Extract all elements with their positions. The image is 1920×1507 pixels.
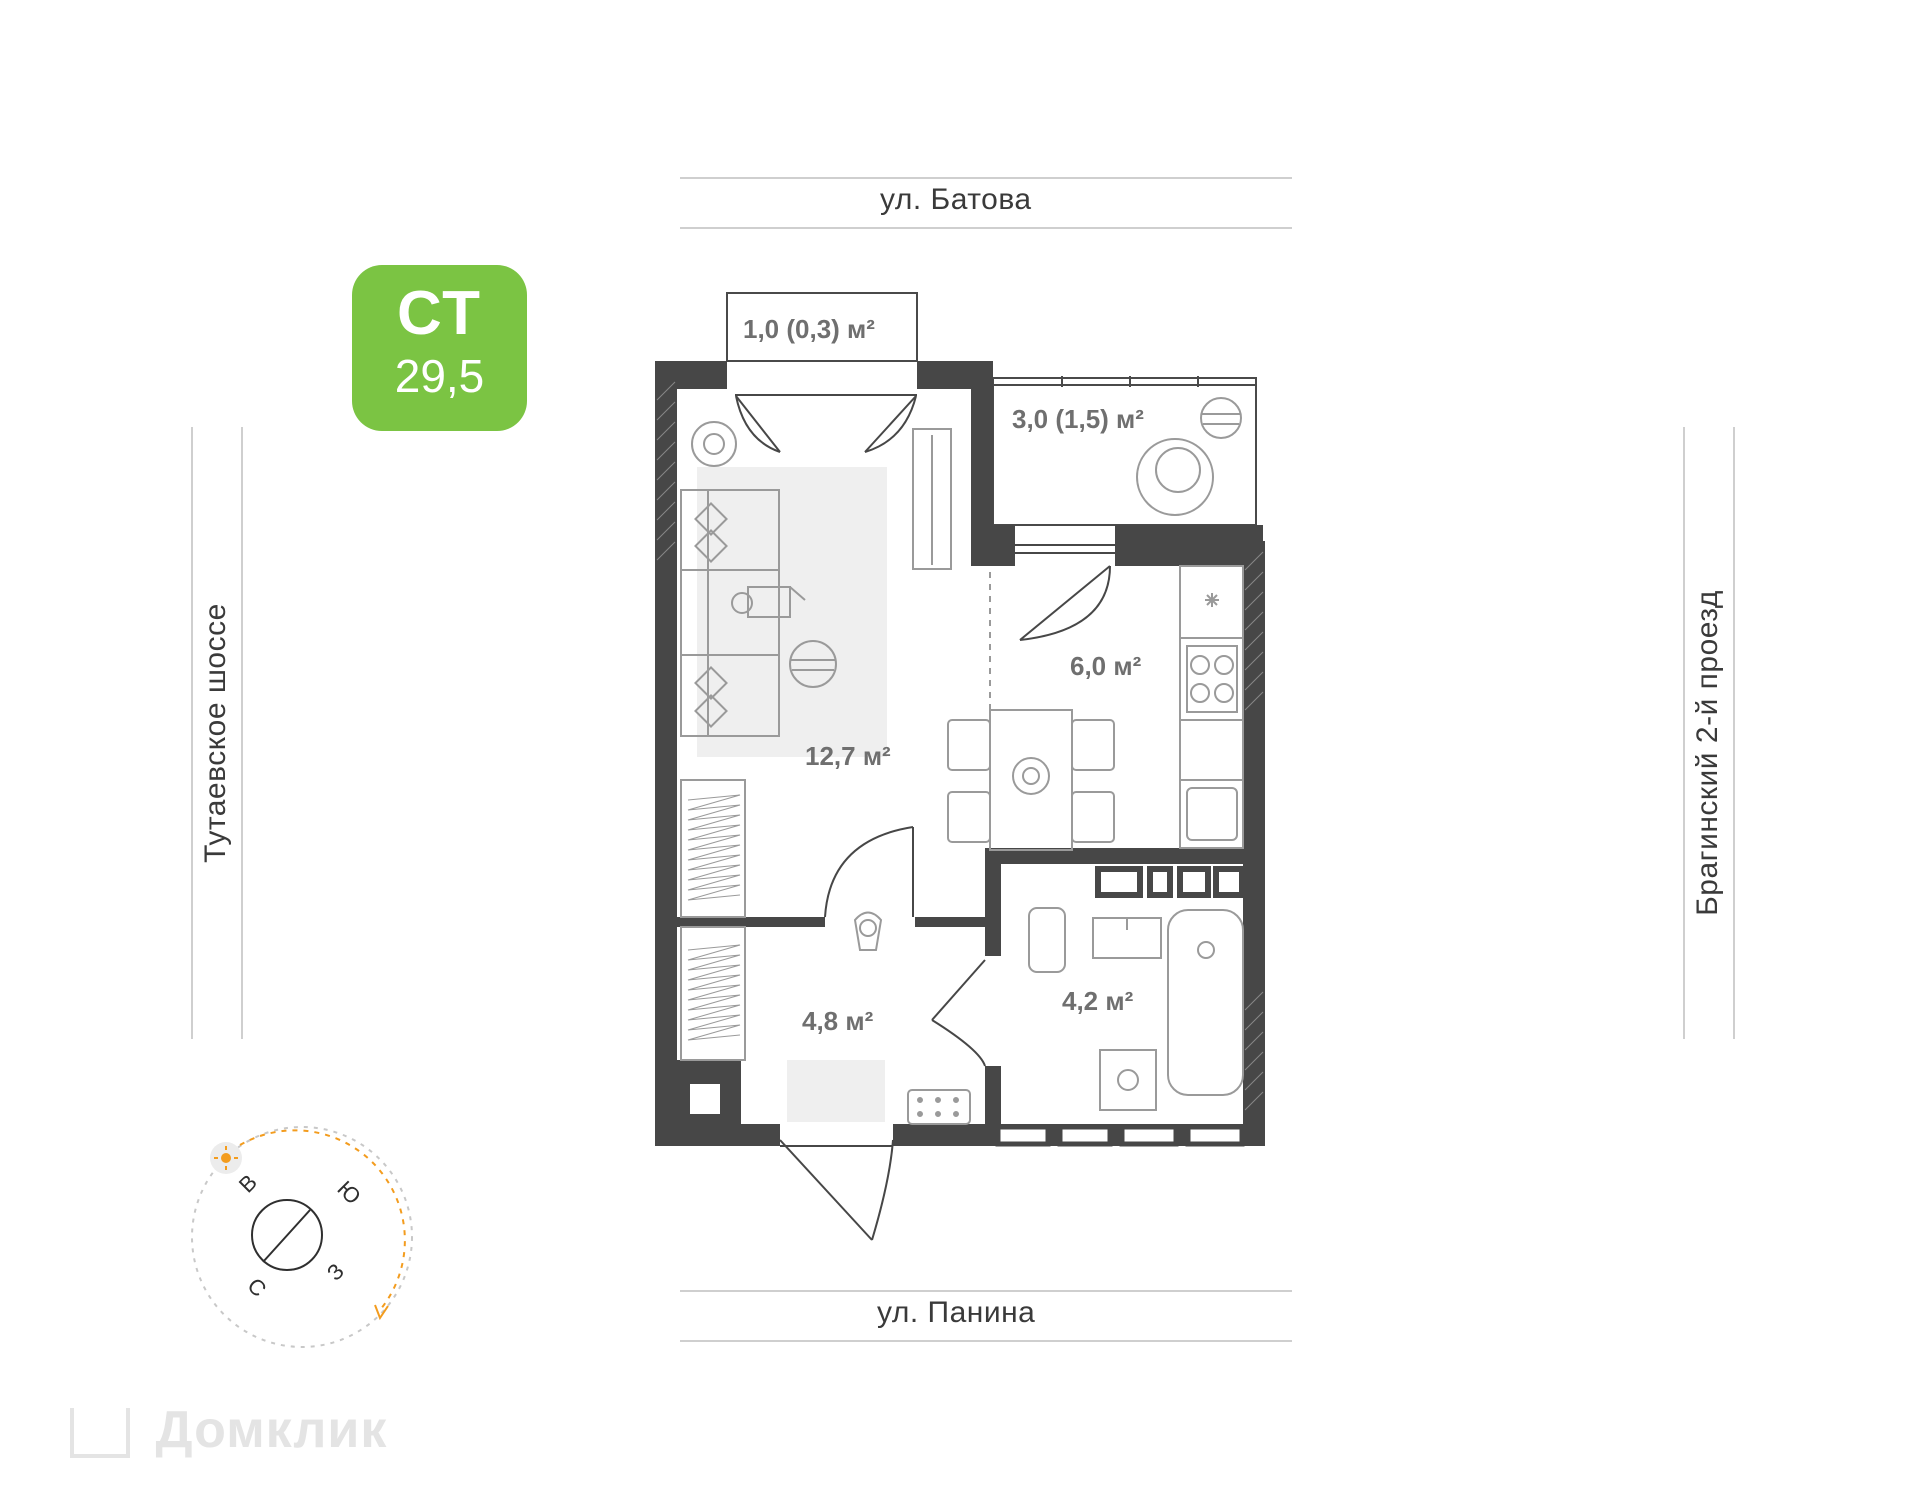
right-street-line-outer [1683,427,1685,1039]
street-bottom-label: ул. Панина [877,1296,1036,1329]
doors [735,394,1115,1241]
bath-vents-bottom [995,1124,1245,1147]
bathtub [1167,909,1244,1096]
compass-needle [262,1209,311,1263]
street-top-label: ул. Батова [880,183,1032,216]
apartment-type-badge: СТ 29,5 [352,265,527,431]
wardrobe [912,428,952,570]
apartment-type: СТ [396,279,483,348]
toilet [1028,907,1066,973]
bottom-street-line-upper [680,1290,1292,1292]
wardrobe-zigzags [687,794,741,1041]
living-rug [697,467,887,757]
wardrobe-left-2 [680,926,746,1061]
living-furniture [680,421,952,1061]
armchair [1136,397,1242,516]
watermark-house-icon [70,1408,130,1459]
wardrobe-left-1 [680,779,746,918]
watermark-text: Домклик [155,1401,388,1459]
compass: В Ю С З [191,1126,413,1348]
watermark: Домклик [70,1400,387,1460]
room-label-kitchen: 6,0 м² [1070,651,1142,681]
room-label-balcony-right: 3,0 (1,5) м² [1012,404,1144,434]
coffee-table [789,640,837,688]
room-label-balcony-top: 1,0 (0,3) м² [743,314,875,344]
room-label-living: 12,7 м² [805,741,891,771]
shoe-cabinet [907,1089,971,1125]
washing-machine [1099,1049,1157,1111]
room-label-bathroom: 4,2 м² [1062,986,1134,1016]
left-street-line-outer [191,427,193,1039]
top-street-line-upper [680,177,1292,179]
compass-east: В [234,1169,262,1197]
room-label-hall: 4,8 м² [802,1006,874,1036]
bathroom-fixtures [853,907,1244,1125]
left-street-line-inner [241,427,243,1039]
balcony-top-outline [726,292,918,362]
compass-ring [251,1199,323,1271]
apartment-area: 29,5 [394,350,485,402]
bottom-street-line-lower [680,1340,1292,1342]
wall-hatch [656,381,1264,1111]
bath-vents-top [1095,866,1245,898]
top-street-line-lower [680,227,1292,229]
compass-north: С [242,1273,271,1302]
sofa [680,489,780,737]
hall-rug [787,1060,885,1122]
kitchen-units [1179,565,1244,849]
plant [691,421,737,467]
compass-south: Ю [332,1176,365,1209]
compass-west: З [322,1258,349,1285]
balcony-right-outline [992,377,1257,526]
glazing-ticks [1061,376,1199,387]
dining-set [947,709,1115,851]
right-street-line-inner [1733,427,1735,1039]
